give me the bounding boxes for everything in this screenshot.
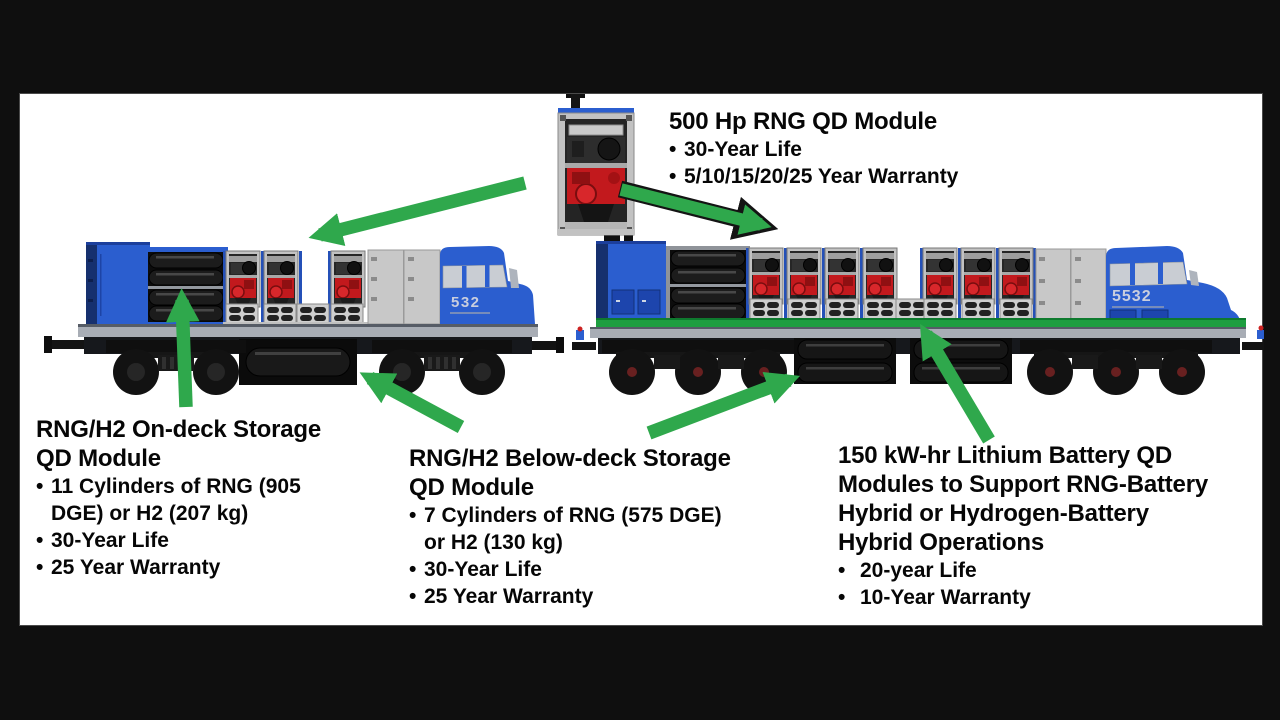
left-loco-engine-modules (223, 250, 368, 325)
engine-module-title: 500 Hp RNG QD Module (669, 108, 938, 135)
callout-arrows (165, 176, 995, 444)
battery-title-line3: Hybrid or Hydrogen-Battery (838, 500, 1149, 527)
engine-module-bullet-warranty: • 5/10/15/20/25 Year Warranty (669, 165, 959, 188)
right-loco-equipment-cabinet (1035, 248, 1107, 323)
hoisted-engine-module (557, 94, 635, 236)
left-loco-equipment-cabinet (367, 249, 441, 325)
right-loco-ondeck-cylinder-rack (666, 246, 750, 322)
arrow-to-right-belowdeck-tanks (646, 371, 801, 440)
right-loco-green-stripe (596, 318, 1246, 327)
belowdeck-bullet-life: • 30-Year Life (409, 558, 542, 581)
belowdeck-title-line1: RNG/H2 Below-deck Storage (409, 445, 731, 472)
right-loco-front-coupler (1242, 325, 1264, 350)
arrow-to-battery-modules (919, 323, 995, 444)
ondeck-bullet-life: • 30-Year Life (36, 529, 169, 552)
left-loco-belowdeck-tank (239, 339, 357, 385)
right-loco-engine-modules (746, 247, 1036, 320)
left-cab-number: 532 (451, 294, 481, 311)
right-loco-cab: 5532 (1106, 246, 1242, 327)
battery-title-line2: Modules to Support RNG-Battery (838, 471, 1208, 498)
battery-bullet-life: • 20-year Life (838, 559, 977, 582)
left-locomotive: 532 (44, 242, 564, 395)
arrow-to-right-loco-engine-modules (619, 183, 772, 235)
battery-title-line1: 150 kW-hr Lithium Battery QD (838, 442, 1172, 469)
callout-belowdeck-storage: RNG/H2 Below-deck Storage QD Module • 7 … (409, 444, 731, 610)
right-cab-number: 5532 (1112, 288, 1152, 305)
arrow-to-left-loco-engine-modules (308, 176, 527, 246)
ondeck-title-line1: RNG/H2 On-deck Storage (36, 416, 321, 443)
diagram-canvas: 532 (19, 93, 1264, 626)
belowdeck-bullet-warranty: • 25 Year Warranty (409, 585, 594, 608)
diagram-art: 532 (44, 94, 1264, 444)
battery-title-line4: Hybrid Operations (838, 529, 1044, 556)
right-loco-rear-hood (596, 232, 666, 320)
right-loco-rear-coupler (572, 326, 596, 350)
callout-battery-modules: 150 kW-hr Lithium Battery QD Modules to … (838, 441, 1208, 611)
belowdeck-title-line2: QD Module (409, 474, 534, 501)
left-loco-rear-coupler (44, 336, 84, 353)
callout-engine-module: 500 Hp RNG QD Module • 30-Year Life • 5/… (669, 107, 958, 190)
left-loco-front-coupler (532, 337, 564, 353)
battery-bullet-warranty: • 10-Year Warranty (838, 586, 1031, 609)
belowdeck-bullet-cylinders: • 7 Cylinders of RNG (575 DGE) or H2 (13… (409, 504, 722, 554)
left-loco-rear-hood (86, 242, 150, 324)
ondeck-title-line2: QD Module (36, 445, 161, 472)
arrow-to-left-belowdeck-tank (359, 372, 465, 433)
callout-ondeck-storage: RNG/H2 On-deck Storage QD Module • 11 Cy… (36, 415, 321, 581)
engine-module-bullet-life: • 30-Year Life (669, 138, 802, 161)
ondeck-bullet-cylinders: • 11 Cylinders of RNG (905 DGE) or H2 (2… (36, 475, 301, 525)
ondeck-bullet-warranty: • 25 Year Warranty (36, 556, 221, 579)
right-locomotive: 5532 (572, 232, 1264, 395)
arrow-to-ondeck-storage (165, 288, 200, 408)
left-loco-cab: 532 (440, 246, 535, 324)
